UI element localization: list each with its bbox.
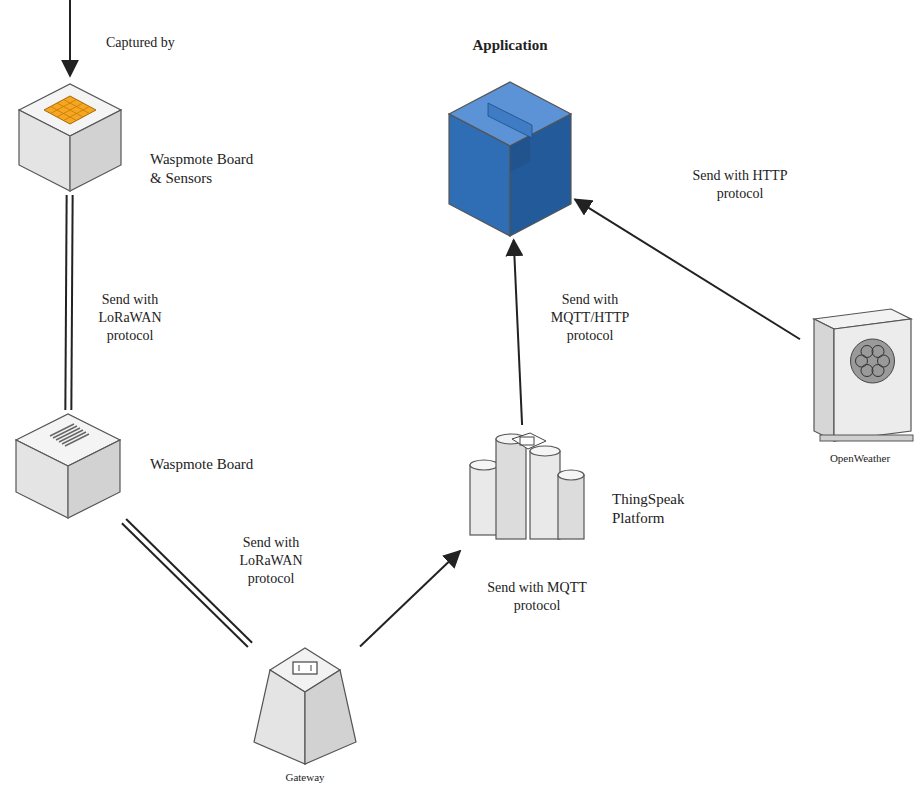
platform-icon <box>460 425 590 553</box>
connector <box>71 195 72 410</box>
flow-note: Captured by <box>104 34 177 52</box>
sensor-board-icon <box>15 80 125 195</box>
connector <box>360 551 460 646</box>
device-label: OpenWeather <box>808 452 912 466</box>
connector <box>65 195 66 410</box>
board-icon <box>12 410 124 522</box>
protocol-label: Send with LoRaWAN protocol <box>215 533 327 590</box>
protocol-label: Send with HTTP protocol <box>678 166 802 204</box>
gateway-icon <box>250 630 360 768</box>
application-icon <box>445 78 575 240</box>
protocol-label: Send with MQTT protocol <box>470 578 604 616</box>
device-node: OpenWeather <box>800 305 915 445</box>
device-label: Gateway <box>255 771 355 785</box>
device-node: ThingSpeak Platform <box>460 425 590 553</box>
capture-line <box>69 0 71 76</box>
weather-server-icon <box>800 305 915 445</box>
connector <box>514 240 522 425</box>
device-label: Waspmote Board <box>150 455 290 474</box>
device-node: Application <box>445 78 575 240</box>
device-node: Waspmote Board <box>12 410 124 522</box>
device-label: Application <box>455 36 565 55</box>
device-label: ThingSpeak Platform <box>612 490 702 528</box>
device-label: Waspmote Board & Sensors <box>150 150 256 188</box>
device-node: Gateway <box>250 630 360 768</box>
device-node: Waspmote Board & Sensors <box>15 80 125 195</box>
protocol-label: Send with MQTT/HTTP protocol <box>540 290 640 347</box>
protocol-label: Send with LoRaWAN protocol <box>84 290 176 347</box>
